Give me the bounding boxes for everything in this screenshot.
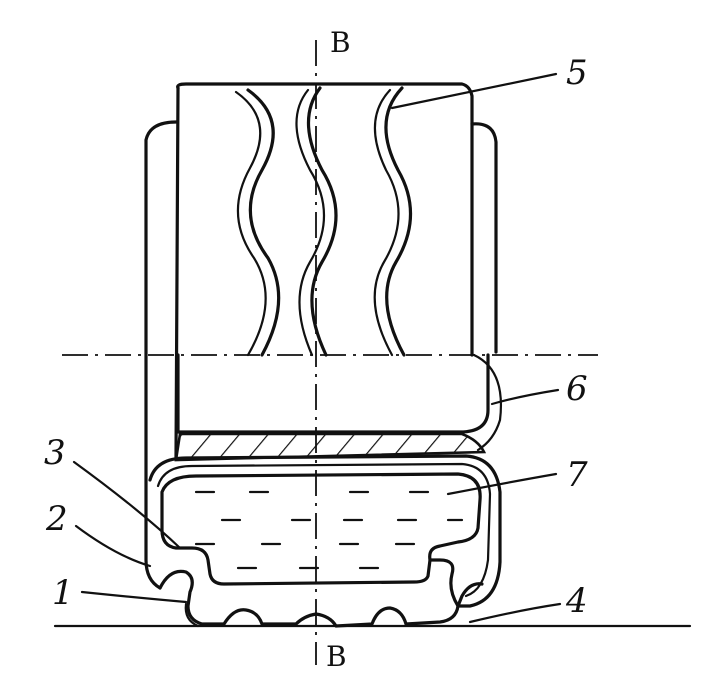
leader-2 xyxy=(74,524,152,568)
inner-shell-inner xyxy=(156,462,492,598)
callout-5: 5 xyxy=(566,53,588,93)
lower-band xyxy=(176,353,490,434)
leader-5 xyxy=(390,72,558,110)
leader-4 xyxy=(468,602,562,624)
leader-6 xyxy=(490,388,560,406)
callout-6: 6 xyxy=(566,369,588,409)
tread-groove-3 xyxy=(384,86,413,357)
callout-4: 4 xyxy=(565,581,588,621)
tread-groove-1 xyxy=(246,88,281,357)
hatched-layer xyxy=(174,432,487,462)
tread-groove-1b xyxy=(234,90,267,357)
right-sidewall xyxy=(470,122,498,354)
tread-groove-2 xyxy=(306,86,338,357)
callout-7: 7 xyxy=(566,455,588,495)
liquid-marks xyxy=(194,490,464,570)
axis-label-bottom: B xyxy=(326,640,347,673)
leader-7 xyxy=(446,472,558,496)
leader-3 xyxy=(72,460,182,550)
axis-label-top: B xyxy=(330,26,351,59)
tread-groove-3b xyxy=(373,88,400,357)
callout-3: 3 xyxy=(44,433,66,473)
liquid-chamber xyxy=(160,472,482,586)
tire-left-wall xyxy=(174,86,180,460)
leader-1 xyxy=(80,590,188,604)
lower-band-right-layer xyxy=(472,353,502,452)
base-bottom xyxy=(184,602,200,628)
tread-groove-2b xyxy=(295,88,325,357)
inner-shell-outer xyxy=(148,454,502,608)
left-sidewall xyxy=(144,120,178,590)
callout-1: 1 xyxy=(52,573,74,613)
base-block xyxy=(158,569,484,628)
callout-2: 2 xyxy=(45,499,68,539)
